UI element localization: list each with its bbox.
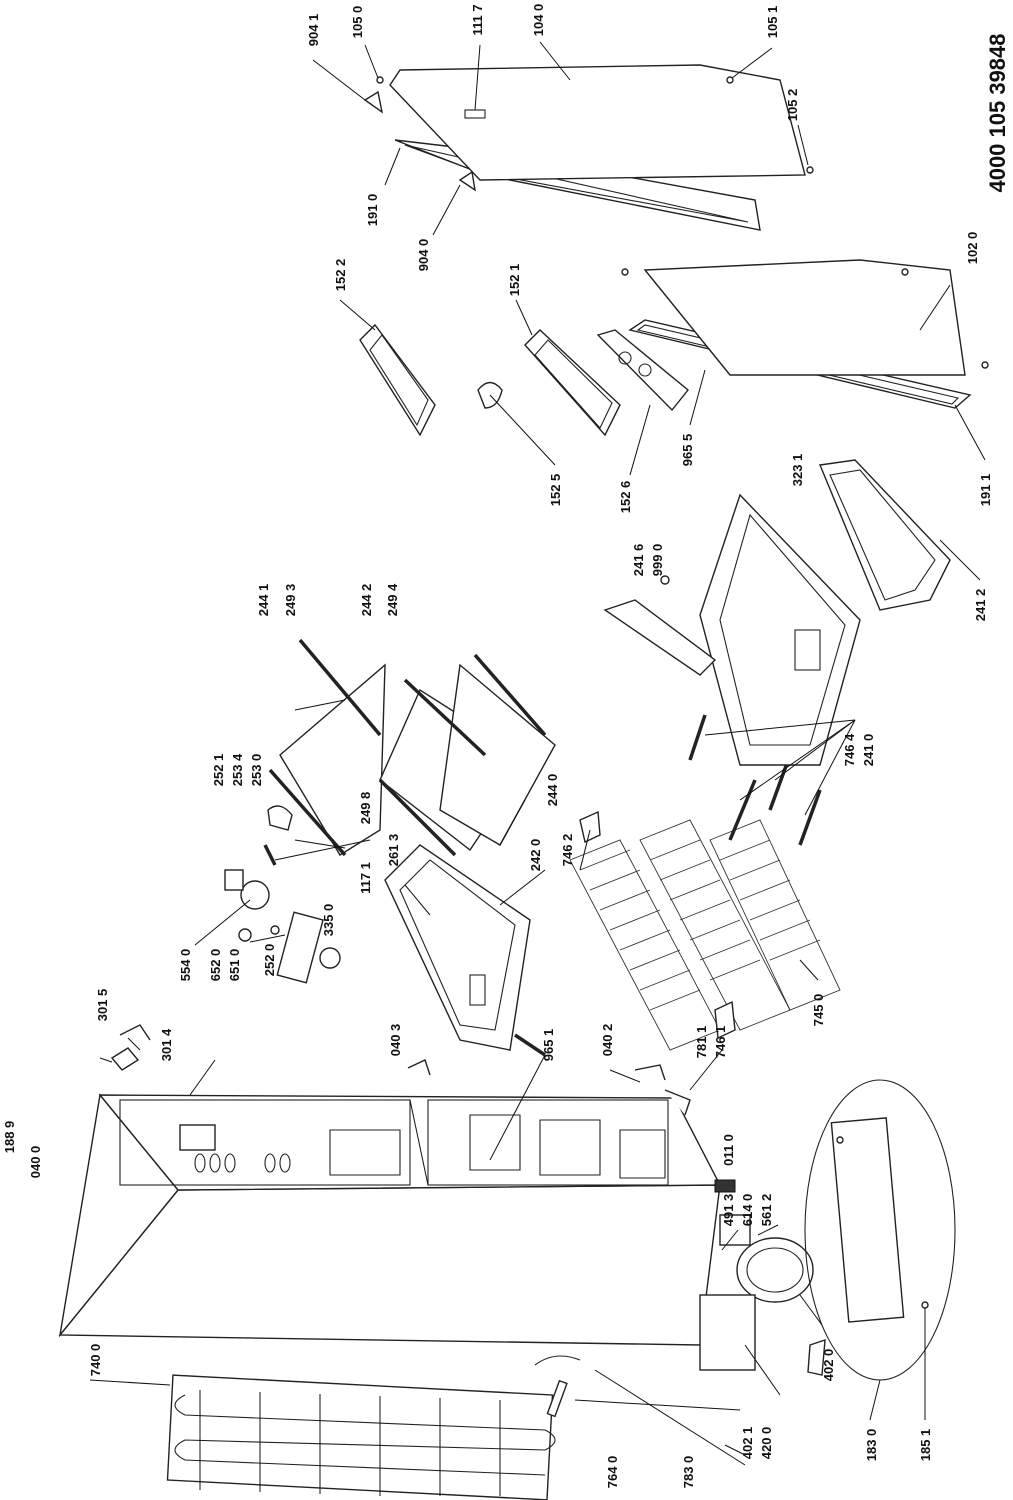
base-plate-183-0 (804, 1079, 956, 1381)
label-011-0: 011 0 (721, 1134, 736, 1166)
glass-shelves (268, 638, 556, 1057)
label-904-0: 904 0 (416, 239, 431, 272)
label-249-3: 249 3 (283, 584, 298, 617)
label-244-2: 244 2 (359, 584, 374, 617)
label-152-2: 152 2 (333, 259, 348, 292)
label-335-0: 335 0 (321, 904, 336, 937)
thermostat-group (224, 805, 341, 984)
label-111-7: 111 7 (470, 4, 485, 35)
label-783-0: 783 0 (681, 1456, 696, 1489)
label-249-8: 249 8 (358, 792, 373, 825)
label-651-0: 651 0 (227, 949, 242, 982)
label-117-1: 117 1 (358, 862, 373, 894)
label-105-2: 105 2 (785, 89, 800, 122)
label-040-3: 040 3 (388, 1024, 403, 1057)
label-188-9: 188 9 (2, 1121, 17, 1154)
label-261-3: 261 3 (386, 834, 401, 867)
cabinet (58, 1093, 722, 1346)
label-652-0: 652 0 (208, 949, 223, 982)
label-105-1: 105 1 (765, 6, 780, 39)
part-labels: 904 1 105 0 111 7 104 0 105 1 105 2 191 … (2, 4, 1010, 1489)
label-104-0: 104 0 (531, 4, 546, 37)
label-241-2: 241 2 (973, 589, 988, 622)
label-740-0: 740 0 (88, 1344, 103, 1377)
label-614-0: 614 0 (740, 1194, 755, 1227)
label-554-0: 554 0 (178, 949, 193, 982)
leader-lines (89, 41, 986, 1466)
label-040-0: 040 0 (28, 1146, 43, 1179)
label-965-5: 965 5 (680, 434, 695, 467)
label-152-5: 152 5 (548, 474, 563, 507)
doors (363, 64, 989, 409)
label-402-0: 402 0 (821, 1349, 836, 1382)
label-781-1: 781 1 (694, 1026, 709, 1059)
label-301-5: 301 5 (95, 989, 110, 1022)
label-102-0: 102 0 (965, 232, 980, 265)
label-241-6: 241 6 (631, 544, 646, 577)
label-244-0: 244 0 (545, 774, 560, 807)
label-301-4: 301 4 (159, 1028, 174, 1061)
label-040-2: 040 2 (600, 1024, 615, 1057)
label-191-1: 191 1 (978, 474, 993, 507)
label-242-0: 242 0 (528, 839, 543, 872)
label-183-0: 183 0 (864, 1429, 879, 1462)
label-152-6: 152 6 (618, 481, 633, 514)
label-402-1: 402 1 (740, 1427, 755, 1460)
label-252-1: 252 1 (211, 754, 226, 787)
label-746-2: 746 2 (560, 834, 575, 867)
label-105-0: 105 0 (350, 6, 365, 39)
label-185-1: 185 1 (918, 1429, 933, 1462)
wire-shelves-745-0 (569, 810, 841, 1051)
small-parts (110, 1024, 826, 1418)
compressor-402-0 (699, 1214, 814, 1371)
label-252-0: 252 0 (262, 944, 277, 977)
label-323-1: 323 1 (790, 454, 805, 487)
rails-746-4 (688, 714, 822, 846)
label-241-0: 241 0 (861, 734, 876, 767)
label-420-0: 420 0 (759, 1427, 774, 1460)
label-561-2: 561 2 (759, 1194, 774, 1227)
document-number: 4000 105 39848 (985, 33, 1010, 192)
label-253-0: 253 0 (249, 754, 264, 787)
label-746-4: 746 4 (842, 733, 857, 766)
label-965-1: 965 1 (541, 1029, 556, 1062)
label-191-0: 191 0 (365, 194, 380, 227)
drawer-242-0 (384, 844, 531, 1051)
crisper-drawers (603, 459, 951, 766)
label-745-0: 745 0 (811, 994, 826, 1027)
label-244-1: 244 1 (256, 584, 271, 617)
label-746-1: 746 1 (713, 1026, 728, 1059)
label-904-1: 904 1 (306, 14, 321, 47)
label-491-3: 491 3 (721, 1194, 736, 1227)
condenser-740-0 (166, 1374, 556, 1500)
label-253-4: 253 4 (230, 753, 245, 786)
label-764-0: 764 0 (605, 1456, 620, 1489)
label-999-0: 999 0 (650, 544, 665, 577)
label-152-1: 152 1 (507, 264, 522, 297)
label-249-4: 249 4 (385, 583, 400, 616)
door-bins (359, 323, 689, 437)
